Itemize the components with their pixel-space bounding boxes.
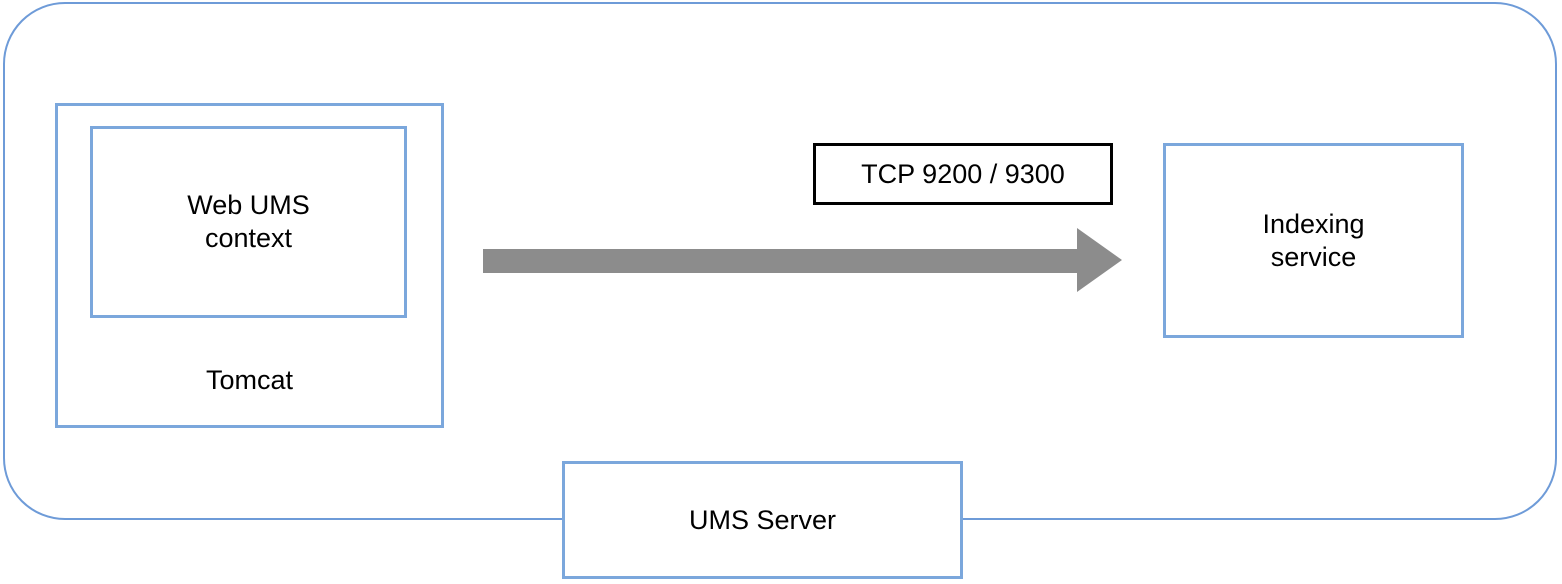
node-web-ums-context[interactable]: Web UMS context <box>90 126 407 318</box>
node-indexing-service[interactable]: Indexing service <box>1163 143 1464 338</box>
node-web-ums-context-label: Web UMS context <box>187 190 310 253</box>
connection-tomcat-to-indexing-arrow <box>483 227 1123 293</box>
connection-port-label-text: TCP 9200 / 9300 <box>861 158 1065 189</box>
node-indexing-service-label: Indexing service <box>1262 208 1365 272</box>
node-ums-server-label: UMS Server <box>688 504 837 535</box>
node-tomcat-label: Tomcat <box>205 365 294 396</box>
block-arrow-icon <box>483 228 1122 292</box>
node-ums-server[interactable]: UMS Server <box>562 461 963 579</box>
connection-port-label: TCP 9200 / 9300 <box>813 143 1113 205</box>
